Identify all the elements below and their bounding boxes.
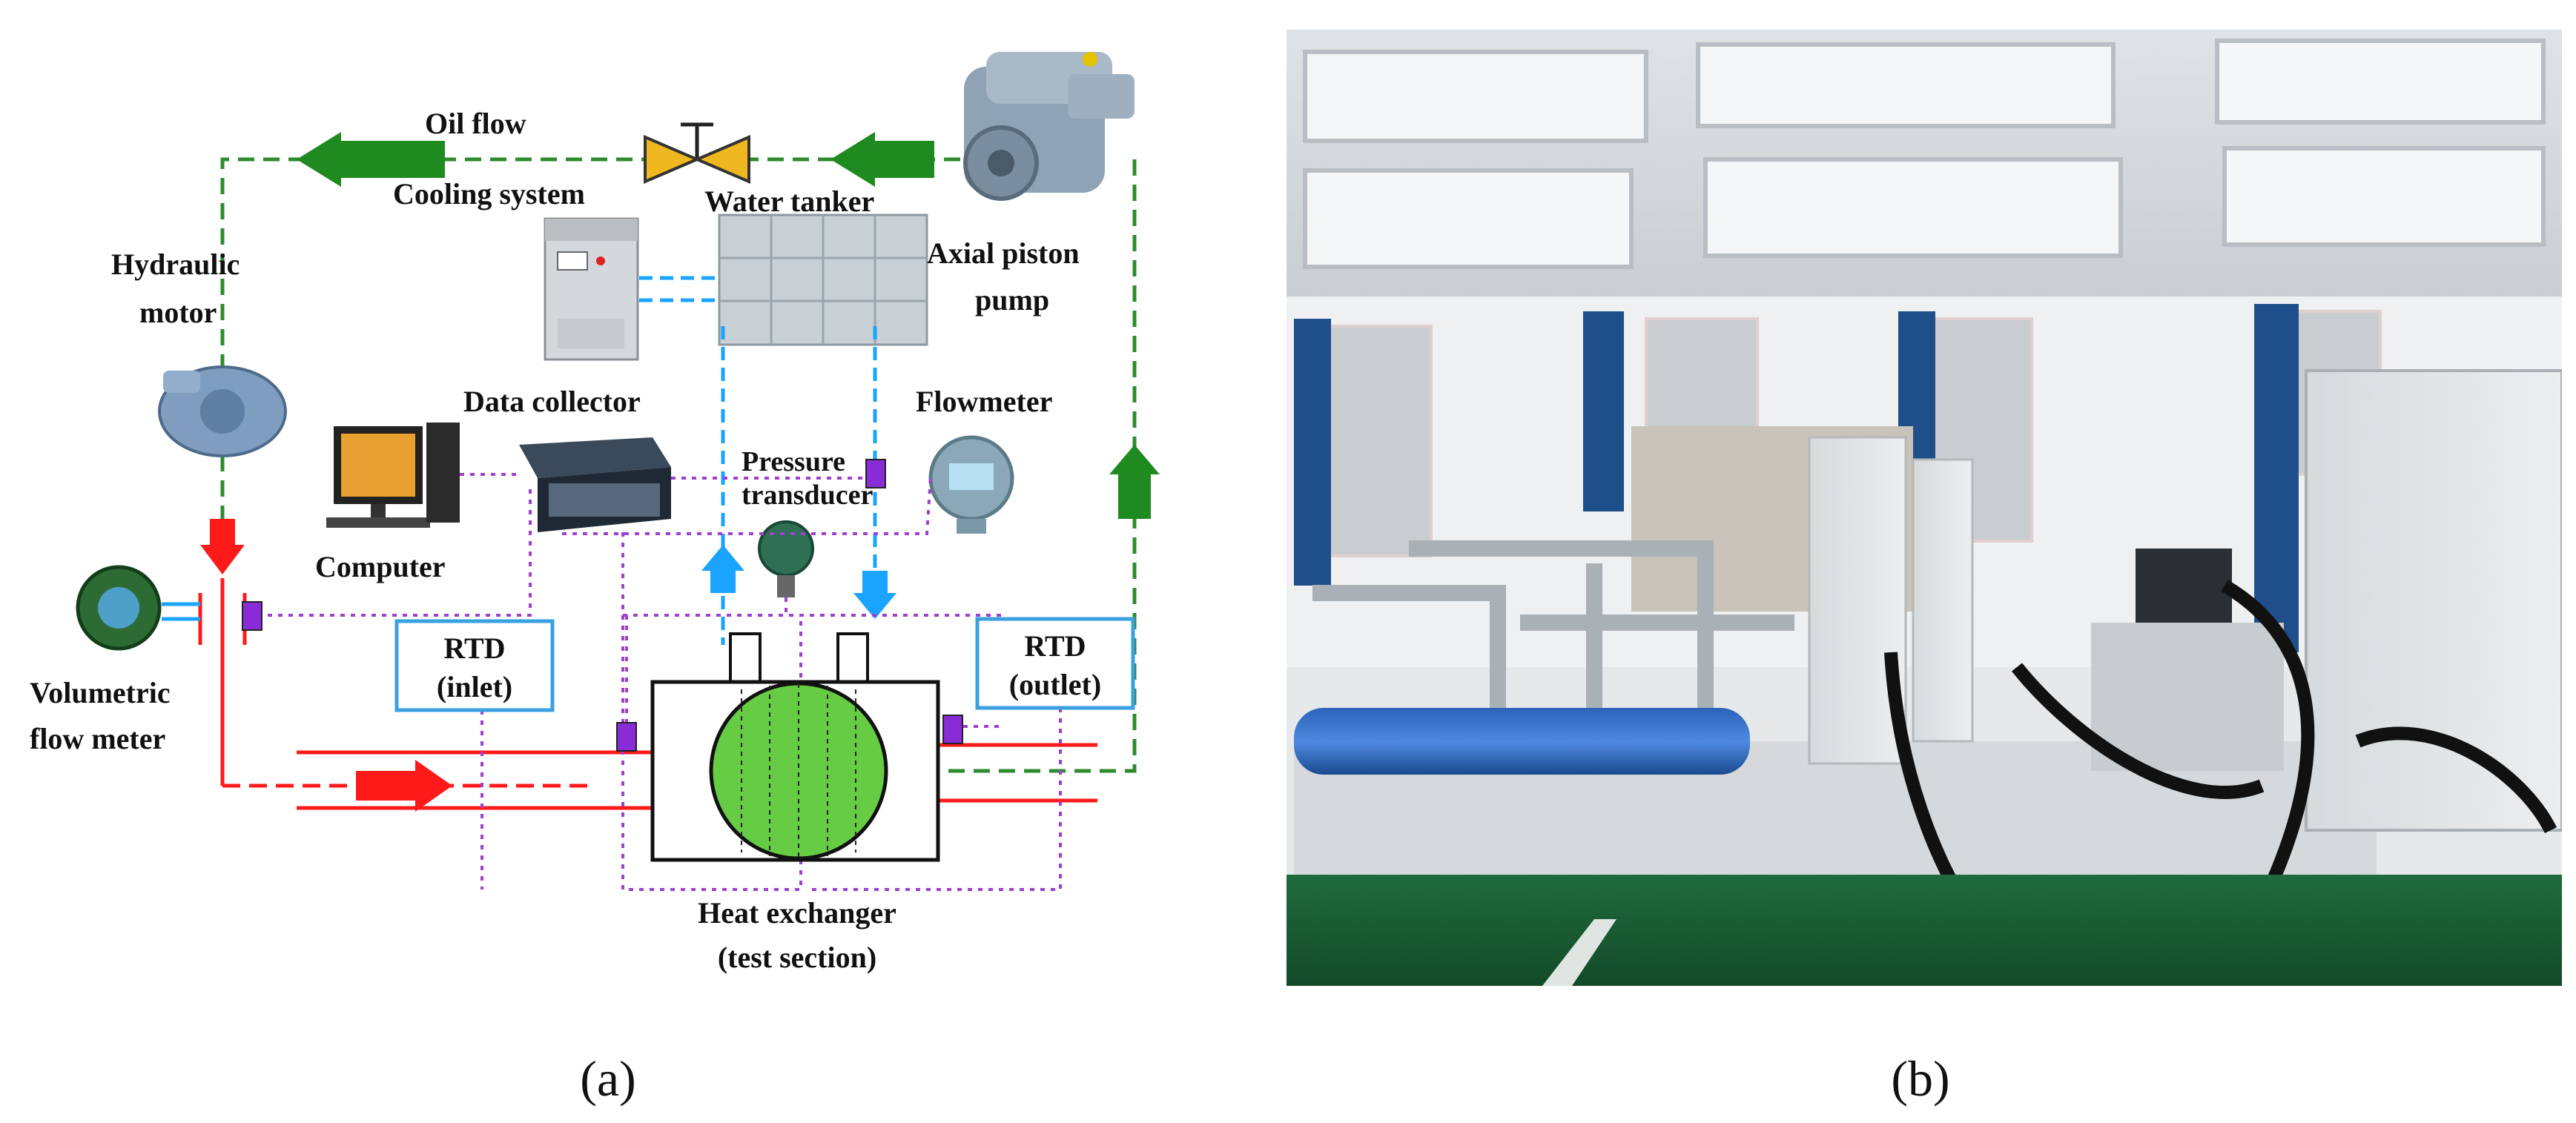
caption-a: (a) xyxy=(580,1050,635,1107)
label-water-tanker: Water tanker xyxy=(704,185,874,218)
label-flowmeter: Flowmeter xyxy=(916,385,1052,418)
rtd-inlet-box xyxy=(394,619,555,712)
meter-link xyxy=(162,602,200,621)
water-arrow-up xyxy=(701,545,744,593)
sensor-outlet xyxy=(942,715,963,744)
label-rtd-outlet-2: (outlet) xyxy=(1009,668,1101,701)
sensor-inlet xyxy=(616,722,637,752)
photo-curtain xyxy=(1294,319,1331,586)
rtd-outlet-box xyxy=(975,617,1135,710)
label-rtd-inlet: RTD xyxy=(443,632,505,665)
label-rtd-inlet-2: (inlet) xyxy=(437,670,512,703)
label-transducer: transducer xyxy=(742,480,873,511)
label-cooling-system: Cooling system xyxy=(393,177,585,211)
signal-lines xyxy=(260,473,1062,891)
hydraulic-motor-icon xyxy=(158,365,287,457)
label-oil-flow: Oil flow xyxy=(425,107,526,140)
label-volumetric: Volumetric xyxy=(30,676,171,709)
label-heat-exchanger: Heat exchanger xyxy=(698,896,896,930)
label-hydraulic-motor-2: motor xyxy=(139,296,217,329)
photo-cabinet xyxy=(2305,369,2562,832)
label-hydraulic-motor: Hydraulic xyxy=(111,248,240,281)
hot-oil-arrow-down xyxy=(200,519,245,574)
panel-b-photo: (b) xyxy=(1287,30,2562,1107)
label-computer: Computer xyxy=(315,550,446,583)
panel-a-diagram: Oil flow Cooling system Water tanker Axi… xyxy=(30,52,1160,1107)
photo-blue-pipe xyxy=(1294,708,1750,775)
hot-oil-lines xyxy=(198,578,1097,810)
oil-arrow-left-1 xyxy=(297,132,445,187)
label-axial-piston-pump: Axial piston xyxy=(927,236,1080,270)
sensor-pressure xyxy=(865,459,886,488)
water-lines xyxy=(639,276,877,645)
computer-icon xyxy=(326,423,460,528)
water-arrow-down xyxy=(853,571,896,619)
oil-arrow-left-2 xyxy=(830,132,934,187)
label-data-collector: Data collector xyxy=(463,385,641,418)
label-pressure: Pressure xyxy=(742,446,845,477)
label-test-section: (test section) xyxy=(718,941,876,974)
flowmeter-icon xyxy=(928,435,1014,534)
photo-floor xyxy=(1287,875,2562,986)
heat-exchanger xyxy=(650,632,940,862)
cooling-system-icon xyxy=(544,217,639,361)
data-collector-icon xyxy=(519,437,671,532)
hot-oil-arrow-right xyxy=(356,760,452,812)
water-tank-icon xyxy=(718,213,928,346)
valve-icon xyxy=(644,122,750,185)
volumetric-flow-meter-icon xyxy=(76,565,162,651)
caption-b: (b) xyxy=(1891,1050,1949,1107)
axial-piston-pump-icon xyxy=(963,52,1135,201)
oil-arrow-up xyxy=(1109,445,1160,519)
label-flow-meter: flow meter xyxy=(30,722,165,755)
sensor-volumetric xyxy=(242,601,262,631)
label-rtd-outlet: RTD xyxy=(1024,629,1086,663)
label-axial-piston-pump-2: pump xyxy=(975,283,1049,317)
